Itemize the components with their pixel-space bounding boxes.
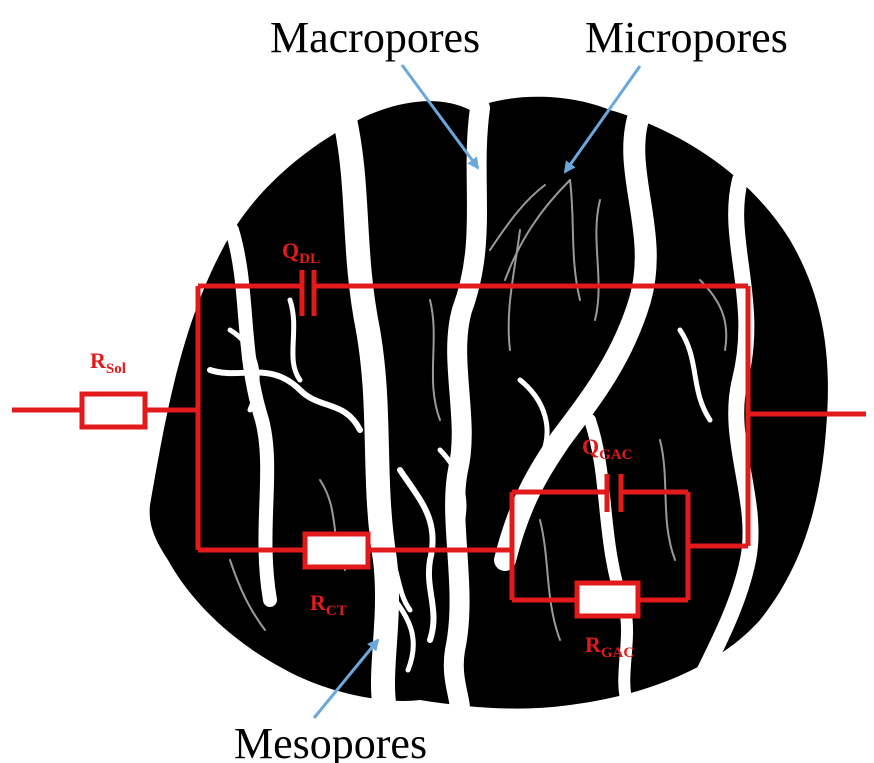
arrow-micropores [563,65,642,174]
capacitor-q-dl [299,270,317,316]
label-macropores: Macropores [270,13,480,62]
label-q-dl: QDL [282,238,320,267]
label-mesopores: Mesopores [234,719,427,763]
component-labels: RSol QDL RCT QGAC RGAC [90,238,634,661]
equivalent-circuit [12,270,866,619]
arrow-macropores [400,64,480,170]
arrow-mesopores [312,638,380,719]
label-r-ct: RCT [310,590,347,619]
label-r-gac: RGAC [585,632,634,661]
macropore-cracks [225,98,759,725]
callout-arrows [312,64,642,719]
micropore-lines [229,179,728,641]
resistor-r-ct [302,531,371,570]
label-r-sol: RSol [90,348,126,377]
label-micropores: Micropores [585,13,788,62]
resistor-r-gac [574,580,641,619]
mesopore-branches [207,297,713,673]
resistor-r-sol [79,391,148,430]
capacitor-q-gac [604,474,624,512]
label-q-gac: QGAC [582,434,632,463]
